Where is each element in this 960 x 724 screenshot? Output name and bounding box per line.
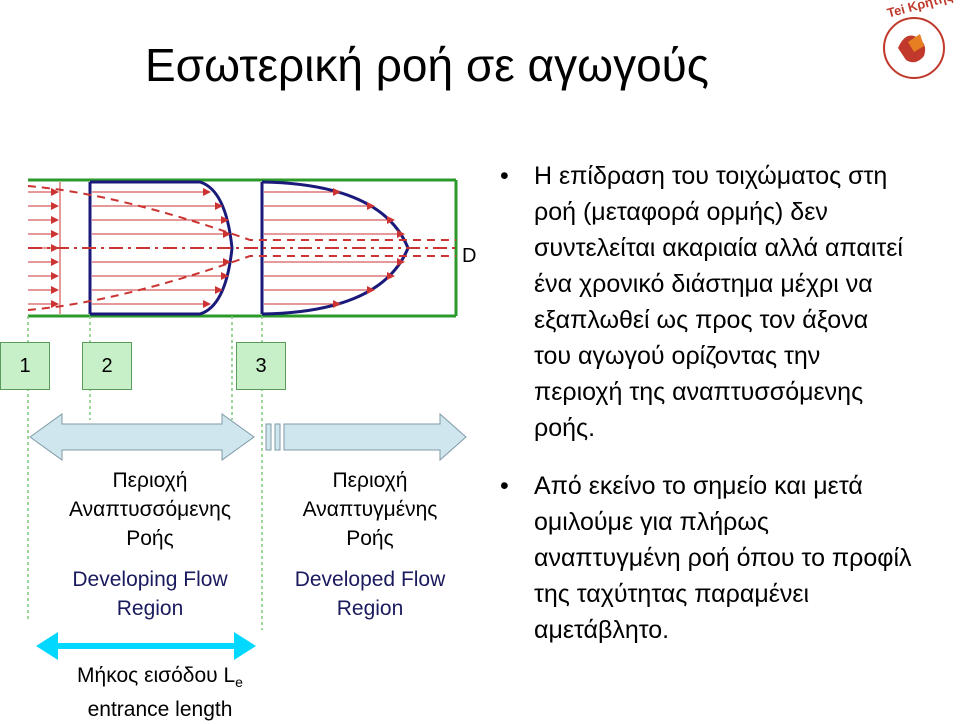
logo-seal-icon: Tei Κρήτης (883, 0, 954, 79)
developing-profile (88, 180, 234, 316)
diameter-label: D (462, 245, 476, 267)
bullet-dot-icon: • (500, 472, 509, 500)
bullet-1: • Η επίδραση του τοιχώματος στη ροή (μετ… (496, 158, 956, 446)
section-box-2: 2 (82, 342, 132, 390)
boundary-layer-top (27, 185, 456, 241)
developed-region-arrow (283, 412, 467, 462)
page-title: Εσωτερική ροή σε αγωγούς (145, 39, 709, 91)
section-box-3: 3 (236, 342, 286, 390)
developing-region-label: Περιοχή Αναπτυσσόμενης Ροής Developing F… (69, 469, 231, 620)
entrance-length-label: Μήκος εισόδου Le entrance length (77, 664, 243, 722)
section-box-1: 1 (0, 342, 50, 390)
logo: Tei Κρήτης (862, 0, 960, 98)
developed-region-label: Περιοχή Αναπτυγμένης Ροής Developed Flow… (294, 469, 446, 620)
bullet-list: • Η επίδραση του τοιχώματος στη ροή (μετ… (496, 158, 956, 648)
bullet-dot-icon: • (500, 162, 509, 190)
bullet-2: • Από εκείνο το σημείο και μετά ομιλούμε… (496, 468, 956, 648)
developing-region-arrow (29, 413, 255, 461)
boundary-layer-bottom (27, 255, 456, 311)
